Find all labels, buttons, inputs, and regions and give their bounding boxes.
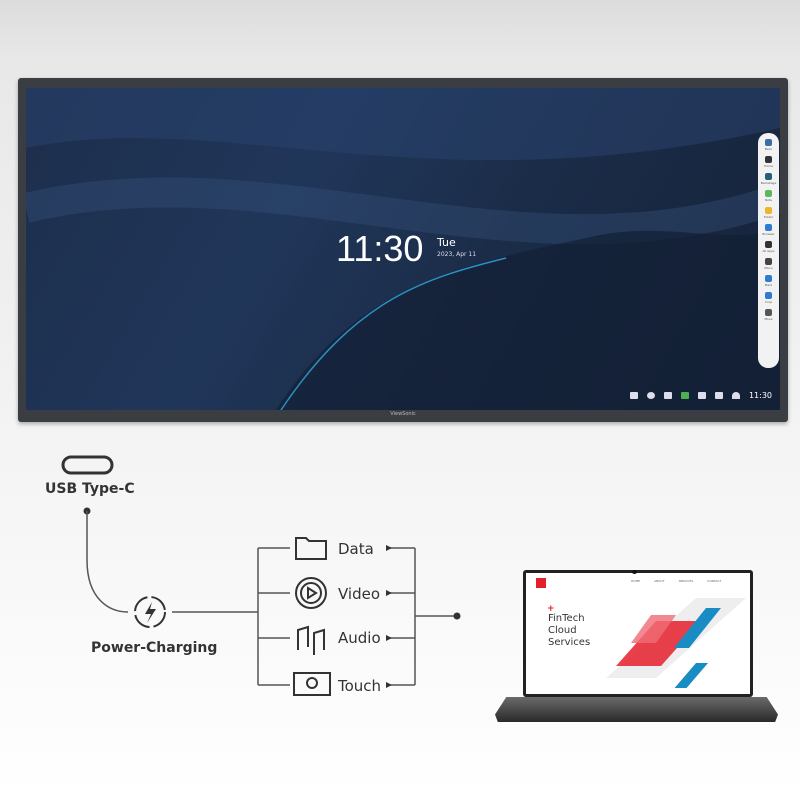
hero-graphic <box>606 598 746 688</box>
site-nav: HOME ABOUT SERVICES CONTACT <box>631 579 721 583</box>
usb-c-icon <box>61 455 114 475</box>
music-icon <box>297 625 325 655</box>
back-icon <box>764 139 772 146</box>
webcam-icon <box>632 570 637 574</box>
menu-icon <box>765 258 772 265</box>
screen-share-icon[interactable] <box>697 392 706 399</box>
sidebar-item-all-apps[interactable]: All Apps <box>762 241 775 253</box>
wifi-icon[interactable] <box>731 392 740 399</box>
clock-time: 11:30 <box>336 228 424 269</box>
wallpaper-waves <box>26 88 780 410</box>
sidebar-item-mark[interactable]: Mark <box>765 275 772 287</box>
sidebar-item-backstage[interactable]: Backstage <box>760 173 777 185</box>
taskbar: 11:30 <box>629 391 772 400</box>
apps-icon <box>764 241 772 248</box>
charging-label: Power-Charging <box>91 640 218 656</box>
brand-logo: ViewSonic <box>390 411 416 417</box>
folder-icon <box>765 207 772 214</box>
clock-day: Tue <box>437 236 456 249</box>
browser-icon <box>764 224 772 231</box>
volume-icon[interactable] <box>663 392 672 399</box>
play-icon <box>295 577 327 609</box>
touch-icon <box>293 672 331 696</box>
user-icon[interactable] <box>680 392 689 399</box>
site-logo <box>536 578 546 588</box>
video-label: Video <box>338 585 381 603</box>
sidebar-item-folder[interactable]: Folder <box>764 207 773 219</box>
move-icon <box>764 309 772 316</box>
sidebar-item-note[interactable]: Note <box>765 190 772 202</box>
crop-icon <box>764 292 772 299</box>
sidebar-item-home[interactable]: Home <box>764 156 773 168</box>
sidebar-item-label: Note <box>764 198 773 202</box>
nav-services[interactable]: SERVICES <box>678 579 694 583</box>
laptop-base <box>495 697 778 722</box>
sidebar-item-menu[interactable]: Menu <box>764 258 773 270</box>
sidebar-item-label: Back <box>764 147 773 151</box>
taskbar-time: 11:30 <box>748 391 772 400</box>
home-icon <box>764 156 772 163</box>
nav-home[interactable]: HOME <box>631 579 641 583</box>
sidebar-item-label: Home <box>764 164 773 168</box>
usb-label: USB Type-C <box>45 481 135 497</box>
nav-about[interactable]: ABOUT <box>654 579 665 583</box>
data-label: Data <box>338 540 374 558</box>
sidebar-item-crop[interactable]: Crop <box>764 292 772 304</box>
backstage-icon <box>765 173 772 180</box>
charging-icon <box>134 596 166 628</box>
touch-label: Touch <box>338 677 382 695</box>
sidebar-item-label: Mark <box>764 283 773 287</box>
sidebar-item-move[interactable]: Move <box>764 309 773 321</box>
nav-contact[interactable]: CONTACT <box>707 579 722 583</box>
input-source-icon[interactable] <box>629 392 638 399</box>
sidebar-item-label: Move <box>764 317 773 321</box>
note-icon <box>764 190 772 197</box>
sidebar-item-browser[interactable]: Browser <box>762 224 775 236</box>
clock-date: 2023, Apr 11 <box>437 251 477 258</box>
brightness-icon[interactable] <box>646 392 655 399</box>
sidebar-item-label: Folder <box>763 215 774 219</box>
sidebar-item-label: Menu <box>764 266 773 270</box>
audio-label: Audio <box>338 629 381 647</box>
sidebar-item-label: Backstage <box>760 181 777 185</box>
folder-icon <box>295 537 327 560</box>
sidebar-item-label: Browser <box>762 232 775 236</box>
sidebar-item-label: Crop <box>764 300 772 304</box>
sidebar-item-label: All Apps <box>762 249 775 253</box>
network-icon[interactable] <box>714 392 723 399</box>
sidebar-item-back[interactable]: Back <box>765 139 772 151</box>
pen-icon <box>765 275 772 282</box>
arrowheads <box>386 545 392 688</box>
